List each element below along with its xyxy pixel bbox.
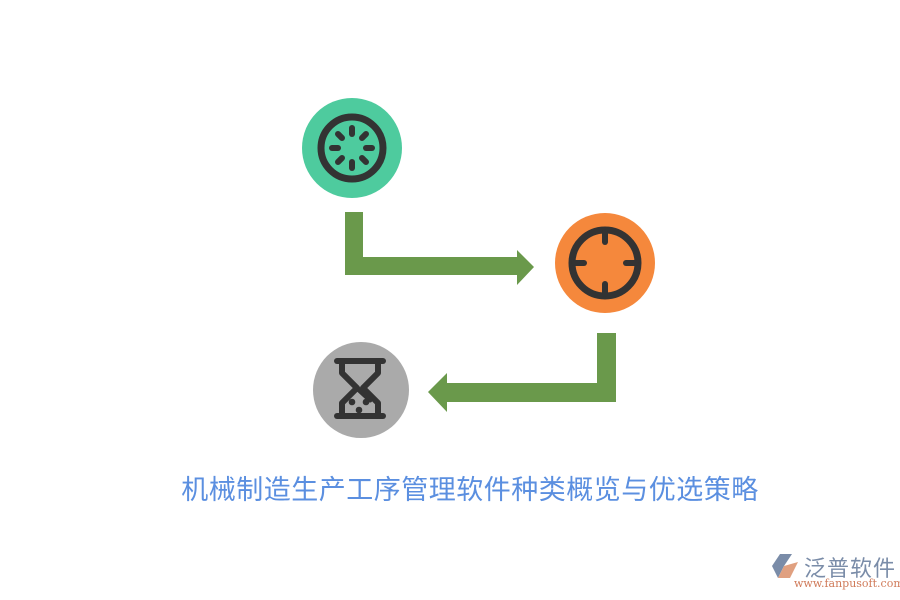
logo-name: 泛普软件 <box>804 557 897 582</box>
arrow-step2-to-step3 <box>428 333 616 412</box>
step-2-node <box>555 213 655 313</box>
hourglass-icon <box>334 358 386 419</box>
brand-logo: 泛普软件 www.fanpusoft.com <box>770 550 900 595</box>
step-1-node <box>302 98 402 198</box>
step-3-node <box>313 342 409 438</box>
fanpu-logo-icon <box>772 554 798 578</box>
crosshair-target-icon <box>568 226 642 300</box>
logo-url: www.fanpusoft.com <box>794 577 900 590</box>
arrow-step1-to-step2 <box>345 212 534 285</box>
diagram-title: 机械制造生产工序管理软件种类概览与优选策略 <box>181 475 759 506</box>
loading-spinner-icon <box>317 113 387 183</box>
